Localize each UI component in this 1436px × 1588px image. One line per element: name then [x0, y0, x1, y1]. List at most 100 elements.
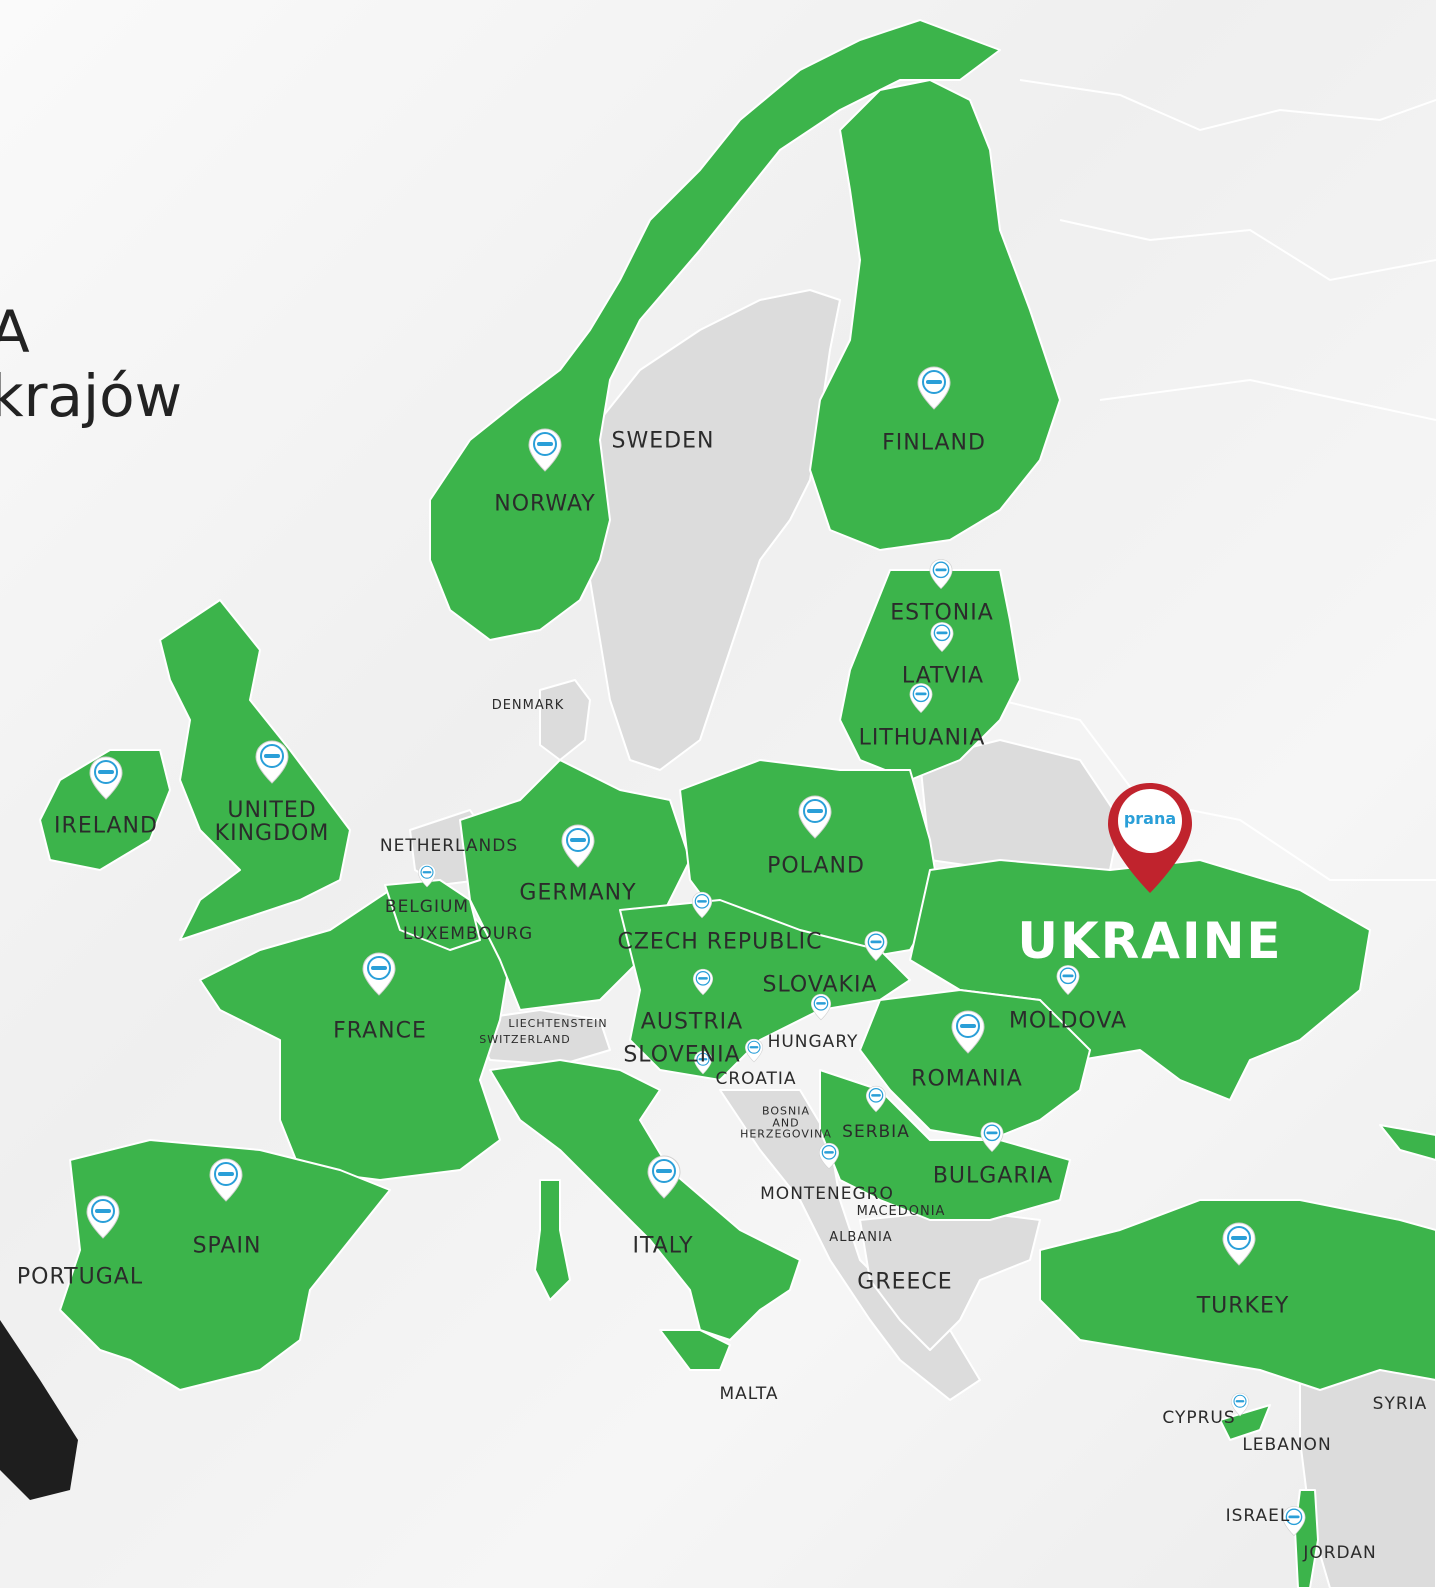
label-estonia: ESTONIA	[890, 600, 994, 626]
pin-serbia[interactable]	[865, 1085, 887, 1118]
label-portugal: PORTUGAL	[16, 1264, 144, 1290]
pin-montenegro[interactable]	[818, 1142, 840, 1175]
map-pin-icon	[418, 863, 436, 888]
label-israel: ISRAEL	[1225, 1506, 1291, 1527]
map-pin-icon	[909, 683, 933, 714]
pin-france[interactable]	[361, 951, 397, 1002]
pin-ireland[interactable]	[88, 755, 124, 806]
pin-lithuania[interactable]	[909, 682, 934, 719]
label-serbia: SERBIA	[842, 1122, 910, 1143]
norway-shape	[429, 19, 1001, 641]
label-czech-republic: CZECH REPUBLIC	[617, 929, 823, 955]
pin-uk[interactable]	[254, 739, 290, 790]
ukraine-red-pin[interactable]: prana	[1104, 779, 1196, 902]
italy-shape	[489, 1059, 801, 1341]
label-spain: SPAIN	[192, 1233, 262, 1259]
pin-czech[interactable]	[691, 891, 713, 924]
map-pin-icon	[865, 1085, 887, 1113]
map-pin-icon	[209, 1158, 243, 1202]
label-bosnia-line2: AND	[772, 1116, 800, 1130]
label-slovenia: SLOVENIA	[623, 1042, 741, 1068]
pin-romania[interactable]	[950, 1009, 986, 1060]
switzerland-shape	[469, 1009, 611, 1066]
benelux-shape	[384, 879, 481, 951]
map-pin-icon	[930, 622, 954, 653]
uk-shape	[159, 599, 351, 941]
map-pin-icon	[810, 993, 832, 1021]
map-pin-icon	[864, 931, 888, 962]
map-marker-icon	[1108, 783, 1192, 893]
sweden-shape	[589, 289, 841, 771]
headline-line2: krajów	[0, 362, 183, 430]
label-uk-line1: UNITED	[227, 797, 317, 823]
sicily-shape	[659, 1329, 731, 1371]
romania-shape	[859, 989, 1091, 1141]
pin-belgium[interactable]	[417, 863, 437, 893]
pin-estonia[interactable]	[929, 558, 954, 595]
pin-hungary[interactable]	[810, 993, 832, 1026]
pin-moldova[interactable]	[1056, 964, 1081, 1001]
map-pin-icon	[951, 1010, 985, 1054]
map-pin-icon	[929, 559, 953, 590]
label-denmark: DENMARK	[491, 698, 565, 714]
map-pin-icon	[561, 824, 595, 868]
label-montenegro: MONTENEGRO	[760, 1184, 894, 1205]
map-pin-icon	[745, 1038, 763, 1063]
headline-line1: A	[0, 298, 30, 366]
pin-turkey[interactable]	[1221, 1221, 1257, 1272]
label-switzerland: SWITZERLAND	[479, 1033, 571, 1047]
pin-finland[interactable]	[916, 365, 952, 416]
headline: A krajów	[0, 300, 182, 428]
iberia-shape	[59, 1139, 391, 1391]
map-pin-icon	[255, 740, 289, 784]
label-belgium: BELGIUM	[384, 897, 470, 918]
label-luxembourg: LUXEMBOURG	[402, 924, 534, 945]
label-france: FRANCE	[333, 1018, 427, 1044]
map-pin-icon	[86, 1195, 120, 1239]
serbia-bulgaria-shape	[819, 1069, 1071, 1221]
label-united-kingdom: UNITED KINGDOM	[215, 799, 330, 845]
pin-norway[interactable]	[527, 427, 563, 478]
pin-portugal[interactable]	[85, 1194, 121, 1245]
pin-bulgaria[interactable]	[980, 1121, 1005, 1158]
pin-latvia[interactable]	[930, 621, 955, 658]
pin-spain[interactable]	[208, 1157, 244, 1208]
pin-croatia[interactable]	[744, 1038, 764, 1068]
pin-italy[interactable]	[646, 1154, 682, 1205]
label-bosnia: BOSNIA AND HERZEGOVINA	[740, 1106, 832, 1141]
pin-cyprus[interactable]	[1230, 1392, 1250, 1422]
label-netherlands: NETHERLANDS	[379, 836, 519, 857]
label-ukraine: UKRAINE	[1017, 911, 1283, 970]
label-lebanon: LEBANON	[1242, 1435, 1332, 1456]
label-turkey: TURKEY	[1196, 1293, 1290, 1319]
label-finland: FINLAND	[882, 430, 986, 456]
russia-outline	[999, 79, 1436, 881]
cyprus-shape	[1219, 1404, 1271, 1441]
label-bosnia-line1: BOSNIA	[762, 1104, 810, 1118]
label-syria: SYRIA	[1372, 1394, 1428, 1415]
ireland-shape	[39, 749, 171, 871]
map-pin-icon	[980, 1122, 1004, 1153]
pin-poland[interactable]	[797, 794, 833, 845]
sardinia-corsica-shape	[534, 1179, 571, 1301]
pin-slovakia[interactable]	[864, 930, 889, 967]
label-croatia: CROATIA	[715, 1069, 797, 1090]
map-pin-icon	[1222, 1222, 1256, 1266]
turkey-shape	[1039, 1199, 1436, 1391]
label-italy: ITALY	[632, 1233, 694, 1259]
finland-shape	[809, 79, 1061, 551]
map-pin-icon	[1282, 1506, 1306, 1537]
label-romania: ROMANIA	[911, 1066, 1023, 1092]
map-pin-icon	[691, 891, 713, 919]
pin-austria[interactable]	[692, 968, 714, 1001]
map-pin-icon	[798, 795, 832, 839]
pin-brand-text: prana	[1123, 809, 1177, 828]
pin-israel[interactable]	[1282, 1505, 1307, 1542]
pin-germany[interactable]	[560, 823, 596, 874]
map-pin-icon	[692, 968, 714, 996]
pin-slovenia[interactable]	[693, 1050, 713, 1080]
label-norway: NORWAY	[494, 491, 596, 517]
map-pin-icon	[89, 756, 123, 800]
map-pin-icon	[694, 1050, 712, 1075]
